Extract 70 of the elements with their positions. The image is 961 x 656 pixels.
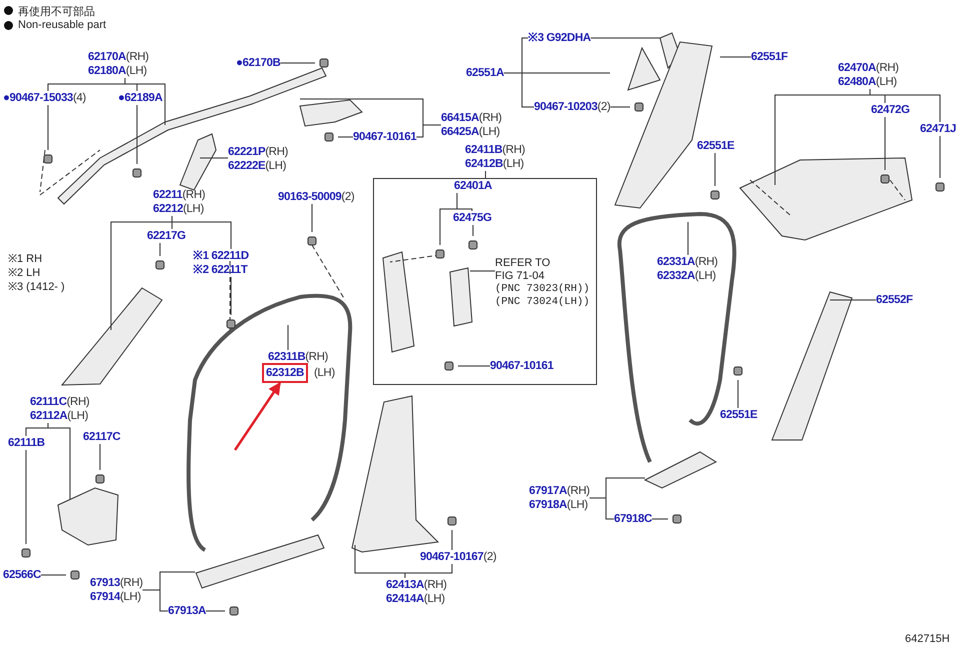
leader-line <box>205 610 226 612</box>
legend-text: 再使用不可部品 <box>18 4 95 19</box>
leader-line <box>124 78 166 126</box>
leader-line <box>280 62 316 64</box>
leader-line <box>470 270 496 272</box>
leader-line <box>720 56 752 58</box>
leader-line <box>589 498 614 520</box>
note-text: ※1 RH <box>8 252 42 265</box>
leader-line <box>230 276 232 316</box>
leader-line <box>456 192 472 212</box>
leader-line <box>503 72 534 108</box>
part-number-label: 62551A <box>466 66 504 80</box>
part-number-label: 62211(RH) 62212(LH) <box>153 188 206 216</box>
arrow <box>234 382 282 451</box>
leader-line <box>416 124 442 138</box>
part-number-label: 62221P(RH) 62222E(LH) <box>228 145 288 173</box>
part-number-label: 62311B(RH) <box>268 350 328 364</box>
part-number-label: 62331A(RH) 62332A(LH) <box>657 255 718 283</box>
part-number-label: 90467-10203(2) <box>534 100 610 114</box>
part-number-label: 62472G <box>871 103 910 117</box>
part-number-label: 62217G <box>147 229 186 243</box>
leader-line <box>870 88 940 122</box>
part-number-label: 62170A(RH) 62180A(LH) <box>88 50 149 78</box>
part-number-label: 90467-10161 <box>490 359 554 373</box>
part-number-label: 62111B <box>8 436 45 450</box>
note-text: 642715H <box>905 633 950 645</box>
part-number-label: 67917A(RH) 67918A(LH) <box>529 484 590 512</box>
part-number-label: 67913(RH) 67914(LH) <box>90 576 143 604</box>
part-number-label: 62471J <box>920 122 956 136</box>
part-number-label: 67913A <box>168 604 206 618</box>
part-number-label: 62552F <box>876 293 913 307</box>
side-label: (LH) <box>314 366 335 380</box>
part-number-label: 67918C <box>614 512 652 526</box>
leader-line <box>40 574 66 576</box>
part-number-label: 62551E <box>697 139 734 153</box>
part-number-label: 62551F <box>751 50 788 64</box>
note-text: ※2 LH <box>8 266 40 279</box>
part-number-label: 62475G <box>453 211 492 225</box>
part-number-label: 62566C <box>3 568 41 582</box>
part-number-label: ※1 62211D ※2 62211T <box>193 249 249 277</box>
part-number-label: 90163-50009(2) <box>278 190 354 204</box>
legend-text: Non-reusable part <box>18 19 106 31</box>
leader-line <box>142 590 168 612</box>
leader-line <box>338 136 354 138</box>
leader-line <box>110 216 172 330</box>
highlight-box: 62312B <box>262 363 308 383</box>
leader-line <box>610 106 630 108</box>
leader-line <box>884 116 886 170</box>
part-number-label: 90467-10167(2) <box>420 550 496 564</box>
leader-line <box>48 422 70 500</box>
part-number-label: 62470A(RH) 62480A(LH) <box>838 61 899 89</box>
note-text: ※3 (1412- ) <box>8 280 65 293</box>
part-number-label: 62401A <box>454 179 492 193</box>
part-number-label: ●90467-15033(4) <box>3 91 86 105</box>
part-number-label: ●62170B <box>236 56 280 70</box>
part-number-label: ※3 G92DHA <box>528 31 591 45</box>
part-number-label: 62111C(RH) 62112A(LH) <box>30 395 90 423</box>
leader-line <box>651 518 668 520</box>
part-number-label: 62117C <box>83 430 120 444</box>
leader-line <box>354 544 406 578</box>
part-number-label: 90467-10161 <box>353 130 416 144</box>
leader-line <box>714 152 716 186</box>
part-number-label: 62411B(RH) 62412B(LH) <box>465 143 525 171</box>
leader-line <box>136 104 138 164</box>
part-number-label: 62413A(RH) 62414A(LH) <box>386 578 447 606</box>
part-number-label: ●62189A <box>118 91 162 105</box>
note-text: REFER TO FIG 71-04 (PNC 73023(RH)) (PNC 73024(LH)) <box>495 257 590 309</box>
leader-line <box>472 224 474 236</box>
part-number-label: 66415A(RH) 66425A(LH) <box>441 111 502 139</box>
part-number-label: 62551E <box>720 408 758 422</box>
